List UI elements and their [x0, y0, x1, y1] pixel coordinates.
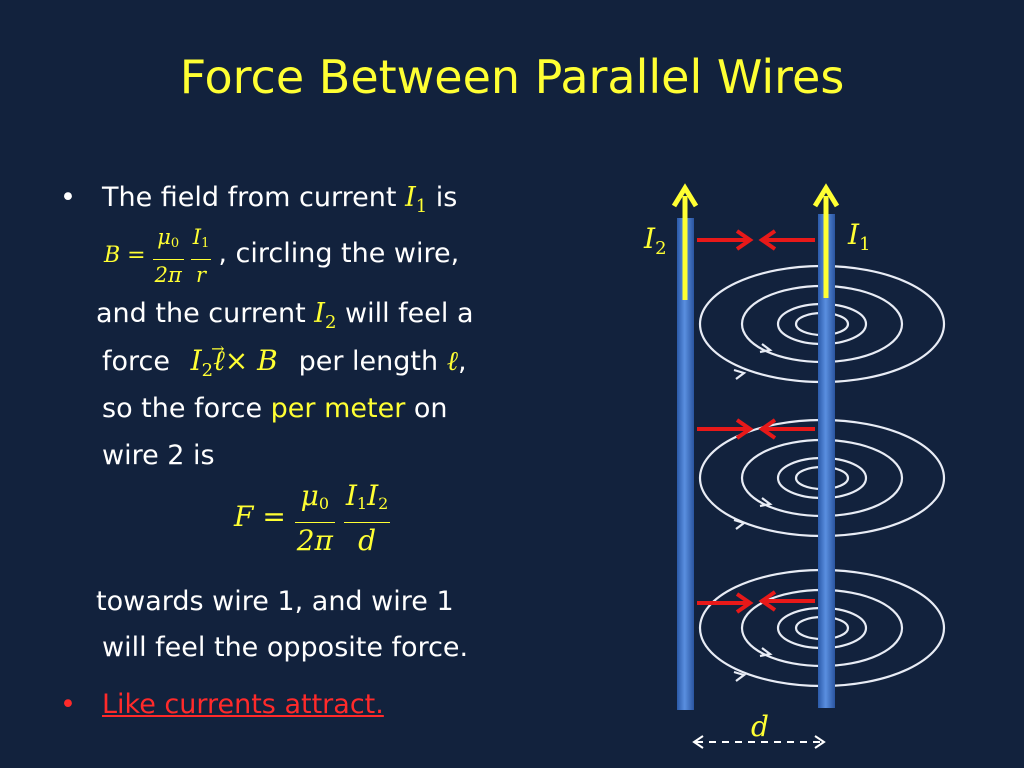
- wire-1: [818, 214, 835, 708]
- formula-F-block: F = μ0 2π I1I2 d: [234, 478, 391, 559]
- frac-I1I2-d: I1I2 d: [343, 479, 391, 557]
- force-arrows-middle: [697, 418, 815, 440]
- text-per-meter: per meter: [270, 393, 406, 424]
- math-ell: ℓ: [446, 346, 458, 377]
- text-line-6: wire 2 is: [102, 440, 215, 471]
- text-is: is: [435, 182, 458, 213]
- frac-mu0-2pi-F: μ0 2π: [294, 479, 335, 557]
- current-arrow-wire-2: [671, 183, 699, 300]
- formula-F: F = μ0 2π I1I2 d: [234, 479, 391, 557]
- text-line-8: will feel the opposite force.: [102, 632, 469, 663]
- distance-arrow: [692, 735, 826, 749]
- math-I1: I1: [405, 182, 428, 217]
- label-d: d: [751, 710, 769, 743]
- bullet-dot-1: •: [60, 182, 76, 213]
- text-field-from: The field from current: [102, 182, 397, 213]
- wire-2: [677, 218, 694, 710]
- text-line-1: The field from current I1 is: [102, 181, 457, 224]
- formula-I2-l-cross-B: I2ℓ→× B: [190, 339, 278, 381]
- text-line-3: and the current I2 will feel a: [96, 298, 474, 333]
- text-like-currents: Like currents attract.: [102, 689, 384, 720]
- slide-title: Force Between Parallel Wires: [179, 50, 845, 104]
- force-arrows-top: [697, 229, 815, 251]
- frac-I1-r: I1 r: [190, 222, 212, 290]
- label-I1: I1: [847, 218, 871, 255]
- text-circling: , circling the wire,: [218, 238, 460, 269]
- label-I2: I2: [643, 222, 667, 259]
- frac-mu0-2pi: μ0 2π: [152, 222, 184, 290]
- math-I2: I2: [314, 298, 337, 333]
- field-direction-arrows: [733, 343, 773, 682]
- text-line-5: so the force per meter on: [102, 393, 448, 424]
- text-line-7: towards wire 1, and wire 1: [96, 586, 454, 617]
- formula-B: B = μ0 2π I1 r: [104, 225, 218, 287]
- text-line-4: force I2ℓ→× B per length ℓ,: [102, 339, 467, 381]
- bullet-dot-2: •: [60, 689, 76, 720]
- current-arrow-wire-1: [812, 183, 840, 298]
- text-line-2: B = μ0 2π I1 r , circling the wire,: [104, 222, 459, 290]
- force-arrows-bottom: [697, 590, 815, 614]
